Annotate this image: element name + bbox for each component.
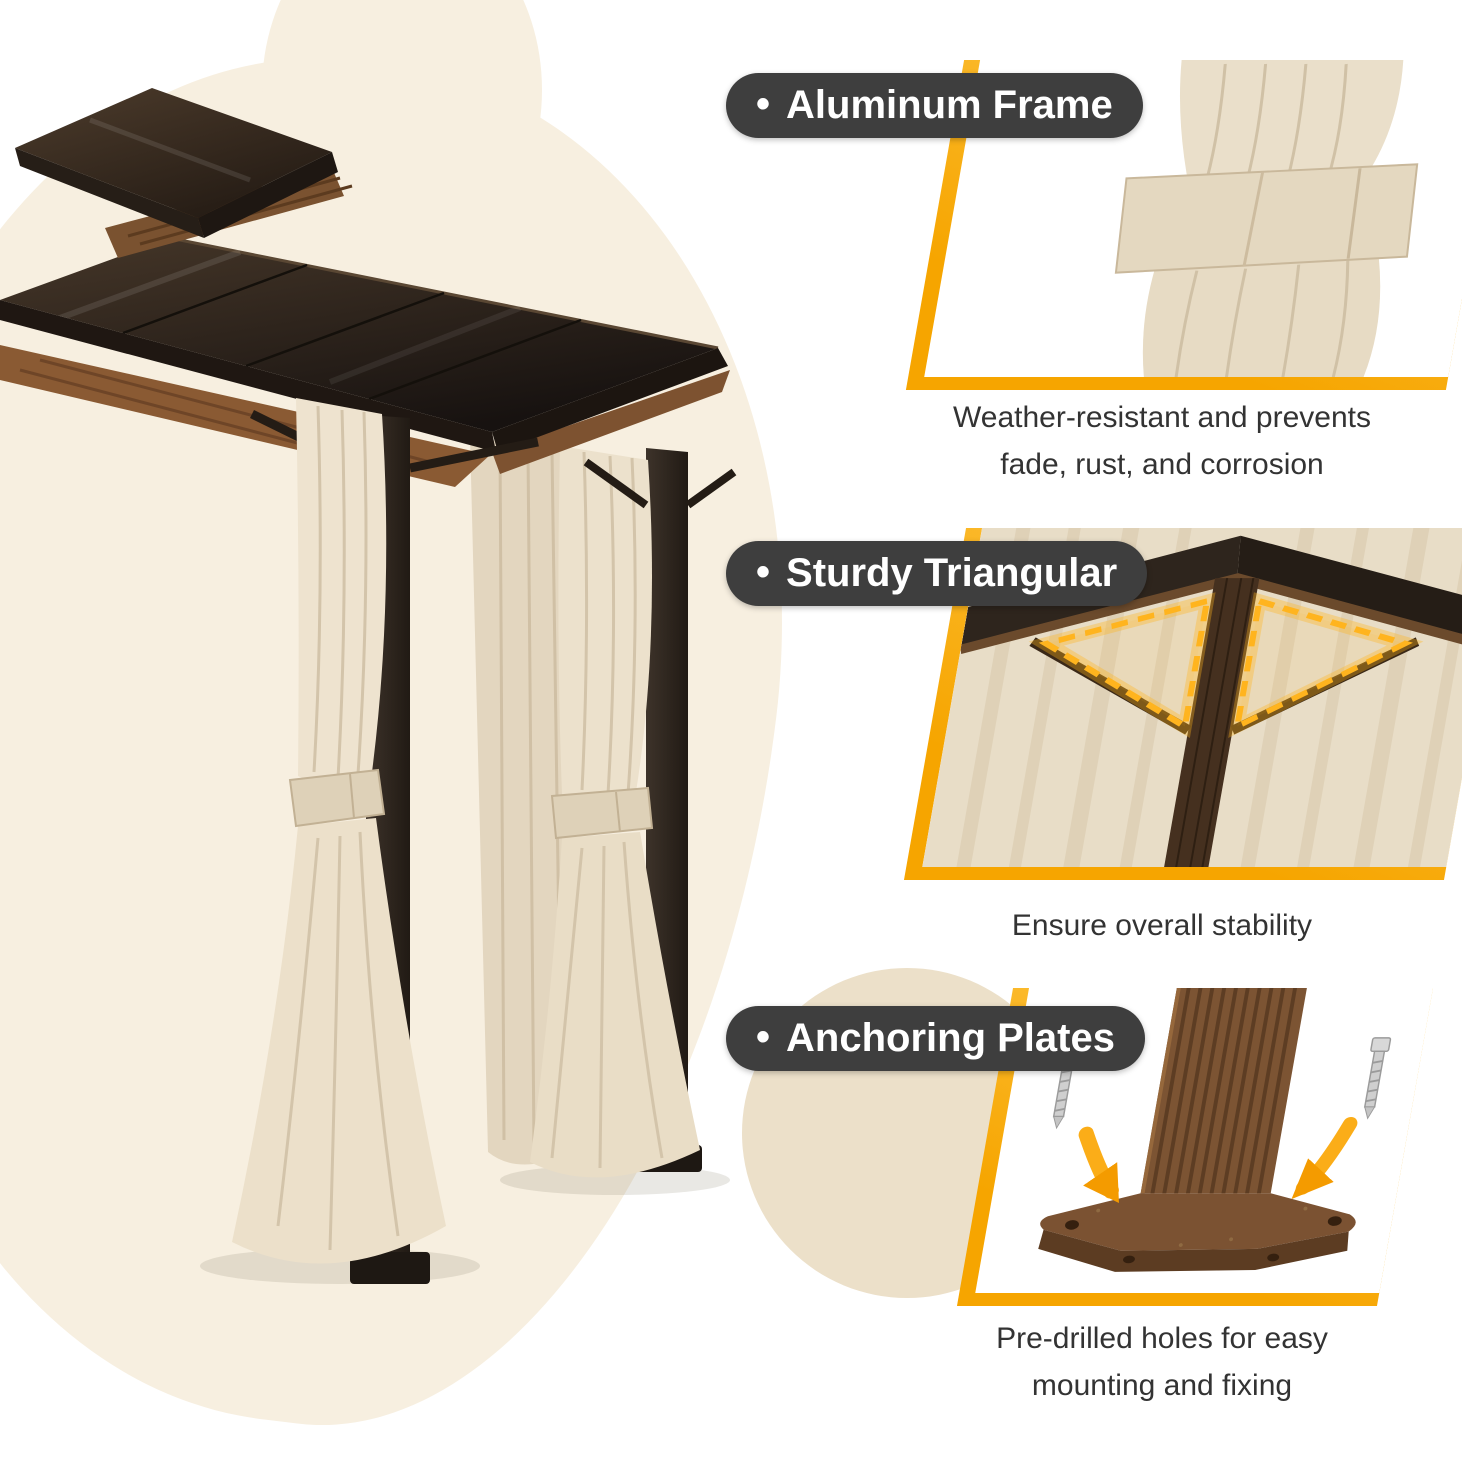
bolt-hole: [1267, 1253, 1280, 1262]
feature-label-aluminum-frame: • Aluminum Frame: [726, 73, 1143, 138]
fluted-post: [1140, 988, 1307, 1194]
feature-label-sturdy-triangular: • Sturdy Triangular: [726, 541, 1148, 606]
bolt-hole: [1065, 1220, 1079, 1230]
bullet-icon: •: [756, 81, 771, 126]
curtain-tie-band-right: [550, 786, 654, 840]
roof-upper: [15, 88, 338, 238]
aluminum-frame-panel: [905, 60, 1462, 390]
feature-caption-sturdy-triangular: Ensure overall stability: [872, 903, 1452, 950]
anchor-bolt-right: [1363, 1037, 1392, 1120]
triangle-highlight-right: [1228, 592, 1424, 738]
gazebo-product-image: [0, 88, 737, 1284]
bullet-icon: •: [756, 1014, 771, 1059]
caption-line: Ensure overall stability: [1011, 909, 1313, 942]
triangle-highlight-left: [1028, 592, 1216, 738]
corner-post: [1164, 578, 1260, 867]
feature-label-text: Sturdy Triangular: [786, 551, 1118, 595]
bolt-hole: [1327, 1216, 1342, 1226]
anchor-arrow-right-icon: [1291, 1117, 1358, 1200]
bullet-icon: •: [756, 549, 771, 594]
feature-caption-aluminum-frame: Weather-resistant and prevents fade, rus…: [872, 395, 1452, 488]
caption-line: mounting and fixing: [1031, 1368, 1293, 1402]
feature-label-anchoring-plates: • Anchoring Plates: [726, 1006, 1145, 1071]
bolt-hole: [1123, 1255, 1135, 1264]
feature-caption-anchoring-plates: Pre-drilled holes for easy mounting and …: [872, 1316, 1452, 1409]
curtain-left: [232, 398, 446, 1264]
sturdy-triangular-photo: [922, 528, 1462, 867]
sturdy-triangular-panel: [903, 528, 1462, 880]
caption-line: Pre-drilled holes for easy: [996, 1322, 1328, 1355]
feature-label-text: Aluminum Frame: [786, 83, 1113, 127]
aluminum-frame-photo: [1114, 60, 1419, 377]
feature-label-text: Anchoring Plates: [786, 1016, 1115, 1060]
anchoring-plates-photo: [1038, 988, 1392, 1272]
anchor-arrow-left-icon: [1078, 1126, 1119, 1204]
curtain-right: [530, 446, 700, 1178]
caption-line: Weather-resistant and prevents: [953, 401, 1371, 434]
anchoring-plates-panel: [956, 988, 1434, 1306]
anchor-plate: [1038, 1193, 1356, 1272]
curtain-tie-band: [1114, 163, 1419, 274]
curtain-tie-band-left: [288, 768, 386, 828]
curtain-closeup: [1114, 60, 1419, 377]
caption-line: fade, rust, and corrosion: [1000, 447, 1324, 481]
